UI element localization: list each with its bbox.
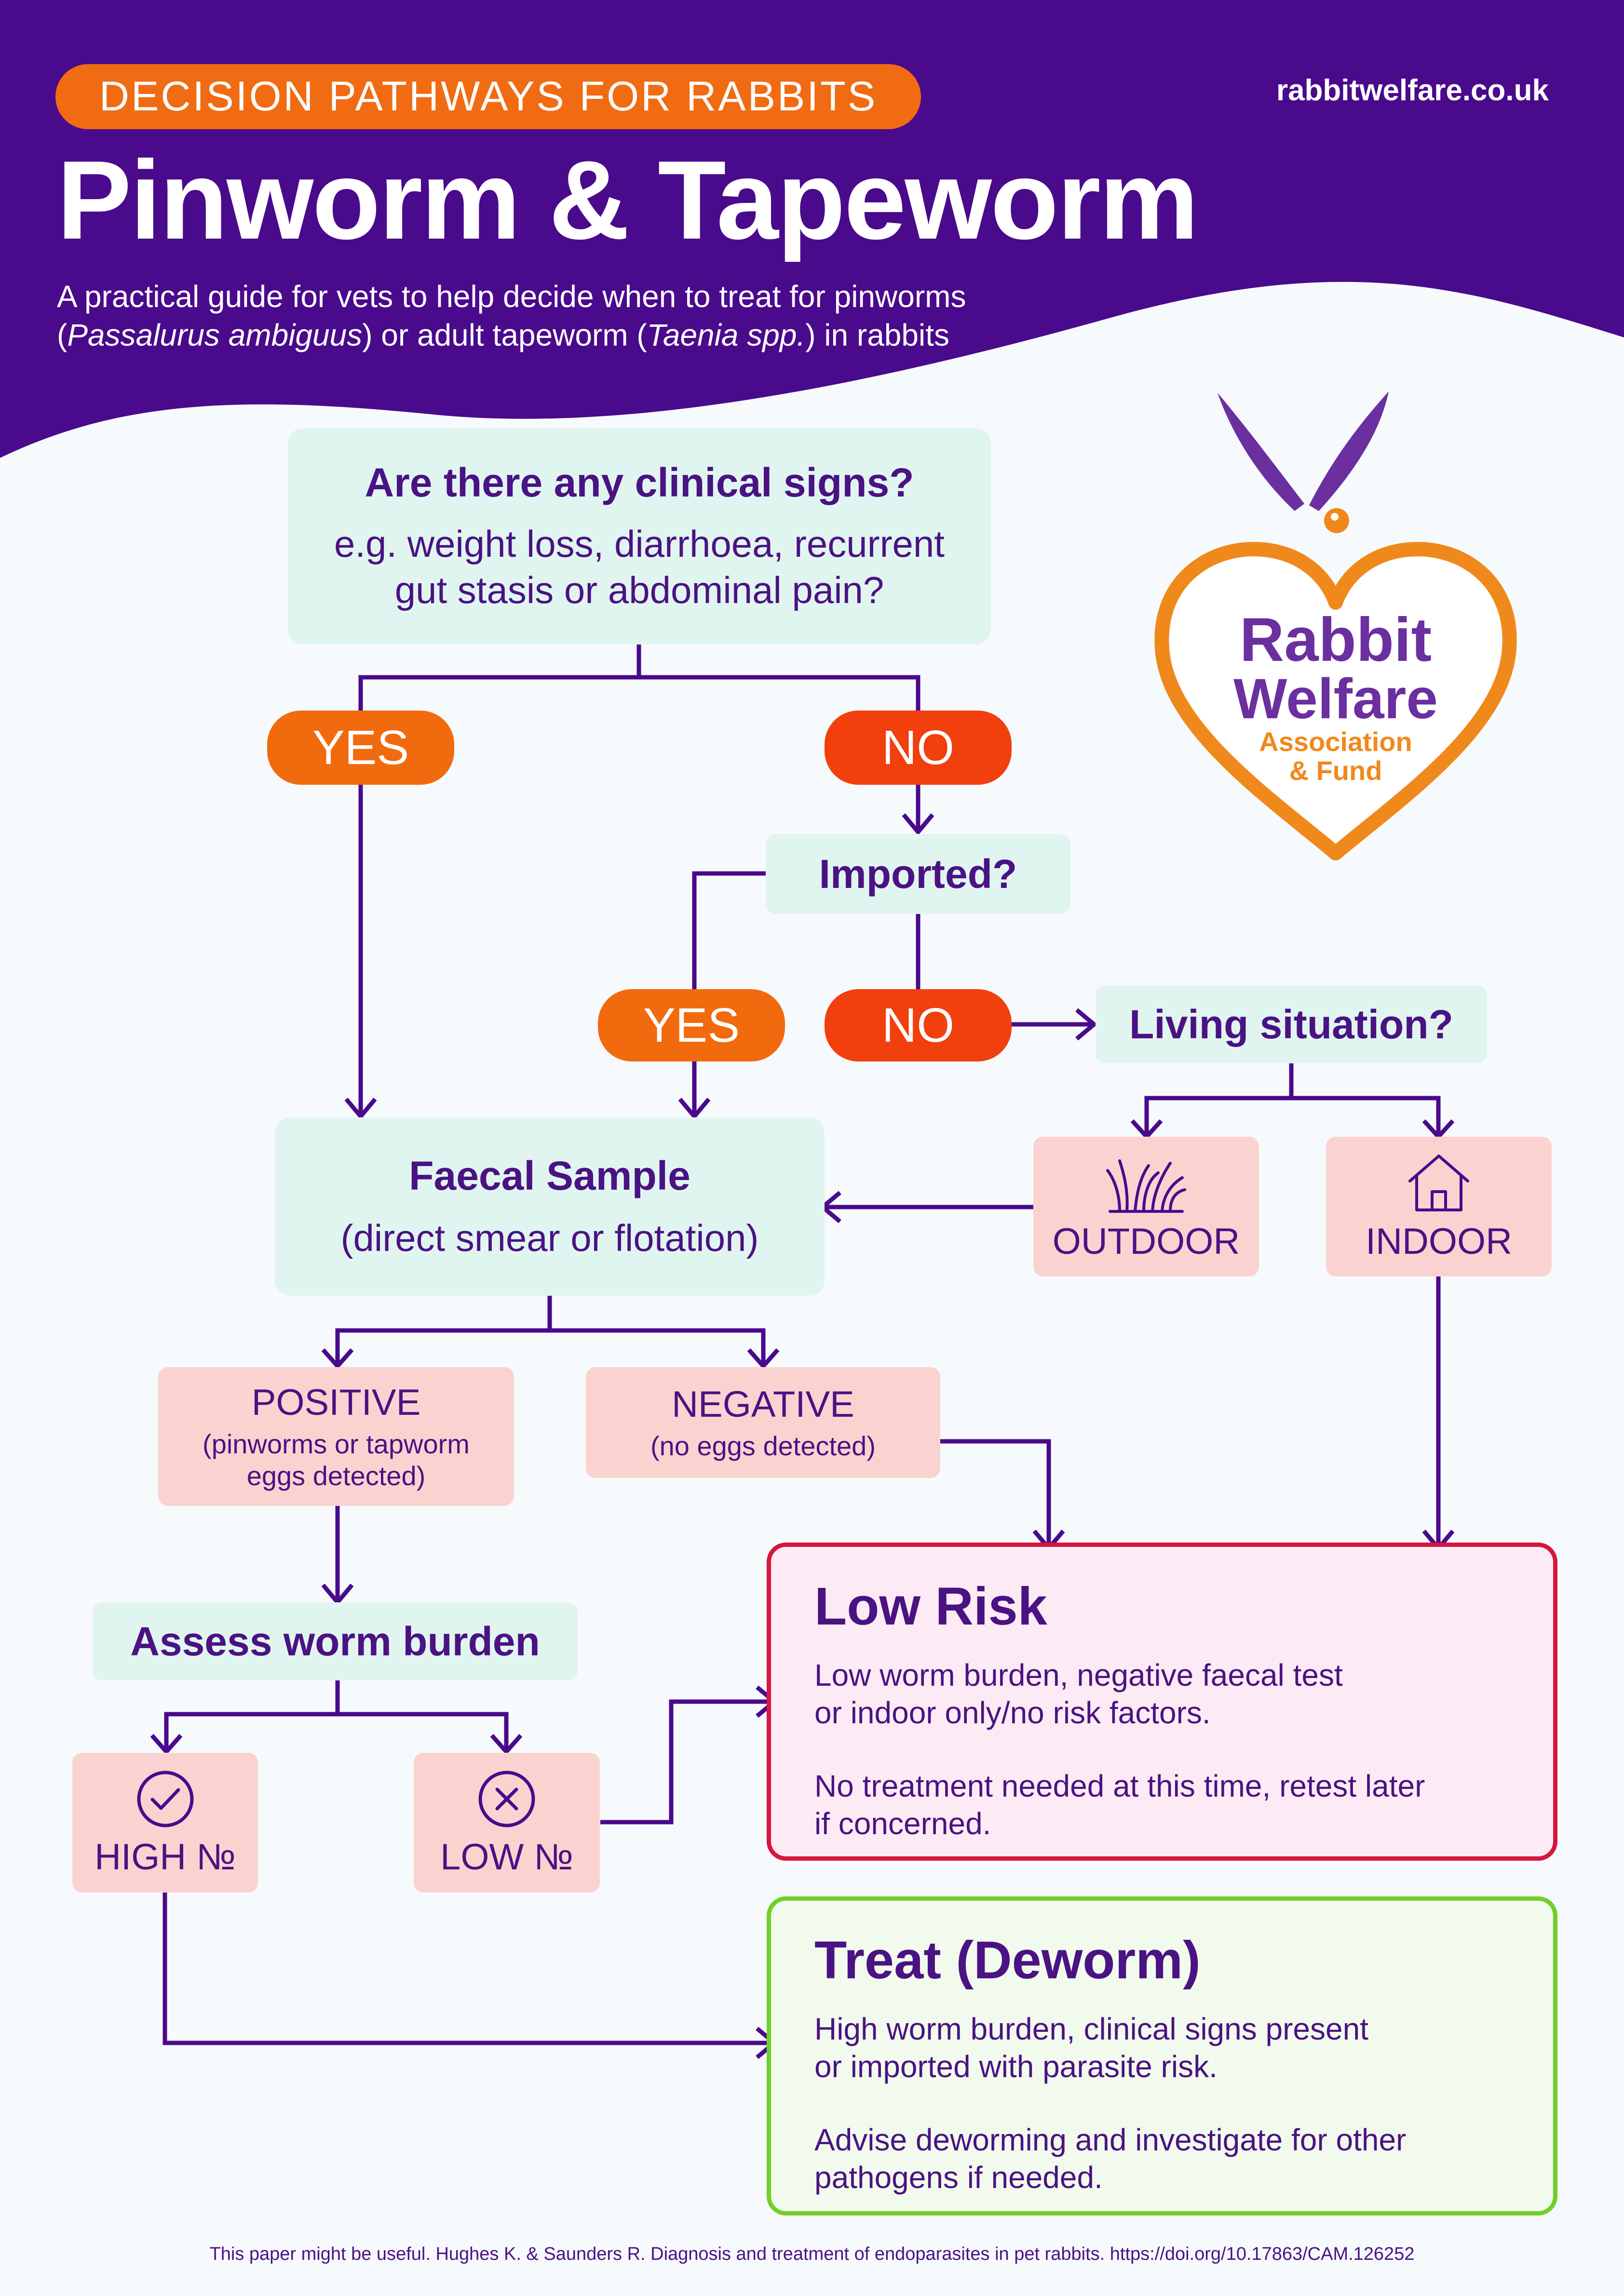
negative-box: NEGATIVE (no eggs detected) bbox=[586, 1367, 940, 1478]
page-subtitle: A practical guide for vets to help decid… bbox=[57, 277, 1166, 354]
arrow-negative-to-lowrisk bbox=[940, 1439, 1065, 1552]
arrow-positive-to-assess bbox=[321, 1506, 354, 1606]
arrow-yes-to-faecal bbox=[344, 785, 377, 1120]
grass-icon bbox=[1106, 1159, 1186, 1213]
arrow-no-to-imported bbox=[902, 785, 934, 836]
subtitle-line-1: A practical guide for vets to help decid… bbox=[57, 279, 966, 314]
house-icon bbox=[1408, 1154, 1469, 1211]
species-passalurus: Passalurus ambiguus bbox=[67, 318, 363, 352]
logo-line-association: Association bbox=[1259, 726, 1412, 757]
assess-worm-burden-label: Assess worm burden bbox=[130, 1618, 540, 1664]
positive-line-2: eggs detected) bbox=[246, 1460, 426, 1491]
low-number-box: LOW № bbox=[414, 1753, 600, 1893]
cross-circle-icon bbox=[478, 1771, 535, 1827]
low-risk-box: Low Risk Low worm burden, negative faeca… bbox=[767, 1543, 1557, 1861]
living-situation-box: Living situation? bbox=[1096, 985, 1487, 1063]
treat-deworm-title: Treat (Deworm) bbox=[814, 1931, 1201, 1990]
treat-paragraph-2: Advise deworming and investigate for oth… bbox=[814, 2122, 1407, 2195]
treat-paragraph-1: High worm burden, clinical signs present… bbox=[814, 2012, 1368, 2084]
assess-worm-burden-box: Assess worm burden bbox=[93, 1602, 578, 1680]
high-number-label: HIGH № bbox=[95, 1836, 236, 1878]
faecal-sample-title: Faecal Sample bbox=[409, 1153, 690, 1198]
connector-living-split bbox=[1144, 1063, 1294, 1134]
arrow-highno-to-treat bbox=[162, 1892, 778, 2059]
species-taenia: Taenia spp. bbox=[647, 318, 806, 352]
heart-outline bbox=[1154, 542, 1517, 860]
logo-line-rabbit: Rabbit bbox=[1239, 605, 1432, 674]
page-title: Pinworm & Tapeworm bbox=[57, 138, 1199, 263]
treat-deworm-box: Treat (Deworm) High worm burden, clinica… bbox=[767, 1896, 1557, 2215]
faecal-sample-subtitle: (direct smear or flotation) bbox=[340, 1216, 759, 1259]
footer-citation[interactable]: This paper might be useful. Hughes K. & … bbox=[209, 2244, 1415, 2264]
connector-faecal-split bbox=[335, 1296, 552, 1364]
yes-button-clinical: YES bbox=[267, 711, 454, 785]
header-tag: DECISION PATHWAYS FOR RABBITS bbox=[55, 64, 921, 129]
logo-line-fund: & Fund bbox=[1289, 755, 1382, 786]
connector-clinical-no bbox=[639, 675, 920, 711]
arrow-no2-to-living bbox=[1009, 1008, 1098, 1041]
clinical-signs-box: Are there any clinical signs? e.g. weigh… bbox=[288, 428, 991, 644]
connector-faecal-negative bbox=[550, 1328, 766, 1364]
imported-label: Imported? bbox=[819, 851, 1017, 897]
connector-imported-yes bbox=[692, 871, 766, 989]
imported-box: Imported? bbox=[766, 834, 1070, 914]
negative-line-1: (no eggs detected) bbox=[650, 1430, 876, 1461]
negative-title: NEGATIVE bbox=[672, 1383, 854, 1425]
rabbit-eye bbox=[1324, 508, 1349, 533]
yes-button-imported: YES bbox=[598, 989, 785, 1061]
indoor-label: INDOOR bbox=[1366, 1221, 1512, 1262]
arrow-yes2-to-faecal bbox=[678, 1061, 711, 1120]
outdoor-label: OUTDOOR bbox=[1052, 1221, 1240, 1262]
low-risk-title: Low Risk bbox=[814, 1577, 1047, 1636]
logo: Rabbit Welfare Association & Fund bbox=[1186, 605, 1485, 786]
positive-box: POSITIVE (pinworms or tapworm eggs detec… bbox=[158, 1367, 514, 1506]
connector-clinical-split bbox=[358, 644, 641, 711]
clinical-signs-title: Are there any clinical signs? bbox=[365, 460, 914, 505]
outdoor-box: OUTDOOR bbox=[1033, 1137, 1259, 1276]
no-button-clinical: NO bbox=[825, 711, 1012, 785]
connector-living-indoor bbox=[1291, 1096, 1441, 1134]
clinical-signs-line-2: gut stasis or abdominal pain? bbox=[394, 569, 884, 611]
faecal-sample-box: Faecal Sample (direct smear or flotation… bbox=[275, 1117, 825, 1296]
high-number-box: HIGH № bbox=[72, 1753, 258, 1893]
no-button-imported: NO bbox=[825, 989, 1012, 1061]
connector-assess-low bbox=[338, 1712, 509, 1750]
low-number-label: LOW № bbox=[440, 1836, 573, 1878]
living-situation-label: Living situation? bbox=[1129, 1001, 1453, 1047]
positive-line-1: (pinworms or tapworm bbox=[203, 1428, 470, 1459]
indoor-box: INDOOR bbox=[1326, 1137, 1552, 1276]
arrow-indoor-to-lowrisk bbox=[1422, 1276, 1455, 1552]
logo-line-welfare: Welfare bbox=[1233, 667, 1438, 731]
arrow-outdoor-to-faecal bbox=[819, 1191, 1033, 1223]
logo-graphic bbox=[1154, 391, 1517, 860]
connector-assess-split bbox=[164, 1680, 340, 1750]
clinical-signs-line-1: e.g. weight loss, diarrhoea, recurrent bbox=[334, 523, 945, 565]
website-link[interactable]: rabbitwelfare.co.uk bbox=[1276, 74, 1549, 107]
check-circle-icon bbox=[137, 1771, 193, 1827]
positive-title: POSITIVE bbox=[251, 1382, 421, 1423]
subtitle-line-2: (Passalurus ambiguus) or adult tapeworm … bbox=[57, 318, 949, 352]
low-risk-paragraph-2: No treatment needed at this time, retest… bbox=[814, 1769, 1425, 1841]
arrow-lowno-to-lowrisk bbox=[600, 1685, 778, 1825]
